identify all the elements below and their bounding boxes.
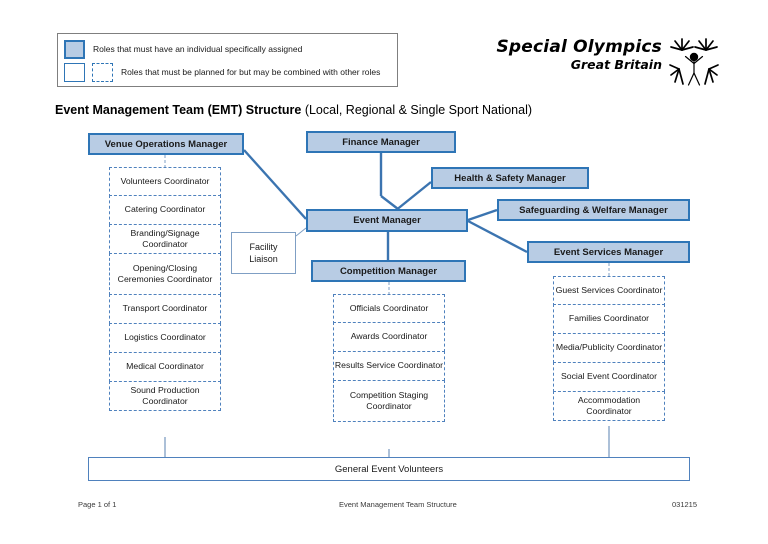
- coordinator-box[interactable]: Accommodation Coordinator: [553, 391, 665, 421]
- coordinator-box[interactable]: Guest Services Coordinator: [553, 276, 665, 306]
- coordinator-box[interactable]: Branding/Signage Coordinator: [109, 224, 221, 254]
- box-safeguarding-welfare-manager[interactable]: Safeguarding & Welfare Manager: [497, 199, 690, 221]
- coordinator-box[interactable]: Transport Coordinator: [109, 294, 221, 324]
- footer-document-name: Event Management Team Structure: [339, 500, 457, 509]
- coordinator-box[interactable]: Social Event Coordinator: [553, 362, 665, 392]
- coordinator-box[interactable]: Opening/Closing Ceremonies Coordinator: [109, 253, 221, 295]
- coordinator-box[interactable]: Catering Coordinator: [109, 195, 221, 225]
- brand-wordmark: Special Olympics Great Britain: [496, 37, 662, 73]
- legend-row-combined: Roles that must be planned for but may b…: [64, 61, 380, 83]
- page-title: Event Management Team (EMT) Structure (L…: [55, 103, 532, 117]
- footer-page-number: Page 1 of 1: [78, 500, 117, 509]
- coordinator-box[interactable]: Results Service Coordinator: [333, 351, 445, 381]
- coordinator-box[interactable]: Volunteers Coordinator: [109, 167, 221, 197]
- box-general-event-volunteers[interactable]: General Event Volunteers: [88, 457, 690, 481]
- coordinator-box[interactable]: Sound Production Coordinator: [109, 381, 221, 411]
- legend-swatch-dashed-icon: [92, 62, 113, 82]
- box-finance-manager[interactable]: Finance Manager: [306, 131, 456, 153]
- legend-row-assigned: Roles that must have an individual speci…: [64, 38, 302, 60]
- legend-label-assigned: Roles that must have an individual speci…: [93, 44, 303, 54]
- page-title-subtitle: (Local, Regional & Single Sport National…: [301, 103, 533, 117]
- box-health-safety-manager[interactable]: Health & Safety Manager: [431, 167, 589, 189]
- coordinator-box[interactable]: Awards Coordinator: [333, 322, 445, 352]
- coordinator-box[interactable]: Media/Publicity Coordinator: [553, 333, 665, 363]
- coordinator-box[interactable]: Officials Coordinator: [333, 294, 445, 324]
- coordinator-box[interactable]: Medical Coordinator: [109, 352, 221, 382]
- brand-line-special-olympics: Special Olympics: [496, 37, 662, 57]
- legend: Roles that must have an individual speci…: [57, 33, 398, 87]
- legend-swatch-solid-icon: [64, 39, 85, 59]
- box-event-manager[interactable]: Event Manager: [306, 209, 468, 232]
- coordinator-box[interactable]: Competition Staging Coordinator: [333, 380, 445, 422]
- brand-logo: Special Olympics Great Britain: [496, 36, 720, 88]
- brand-line-great-britain: Great Britain: [570, 57, 662, 72]
- coordinator-box[interactable]: Families Coordinator: [553, 304, 665, 334]
- legend-label-combined: Roles that must be planned for but may b…: [121, 67, 381, 77]
- coordinator-box[interactable]: Logistics Coordinator: [109, 323, 221, 353]
- page-title-main: Event Management Team (EMT) Structure: [55, 103, 302, 117]
- box-venue-operations-manager[interactable]: Venue Operations Manager: [88, 133, 244, 155]
- box-event-services-manager[interactable]: Event Services Manager: [527, 241, 690, 263]
- footer-revision-code: 031215: [672, 500, 698, 509]
- box-competition-manager[interactable]: Competition Manager: [311, 260, 466, 282]
- special-olympics-starburst-figure-icon: [668, 36, 720, 88]
- legend-swatch-white-icon: [64, 62, 85, 82]
- page-footer: Page 1 of 1 Event Management Team Struct…: [0, 500, 768, 514]
